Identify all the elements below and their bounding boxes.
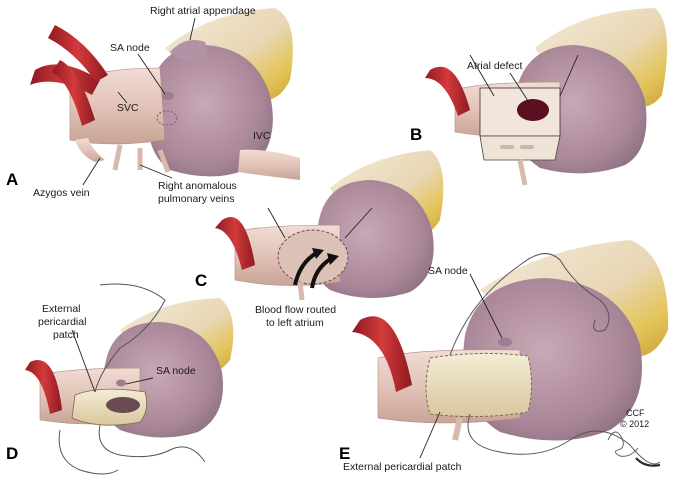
label-sa-node-a: SA node [110,42,150,54]
pulm-vein-b [517,159,528,186]
retractor-b2 [559,54,579,97]
ivc-vessel-a [238,149,300,180]
copyright-line-2: © 2012 [620,419,649,429]
flow-arrow-c2-head [327,253,339,265]
leader-patch-e [419,411,441,459]
heart-a [147,45,273,177]
panel-d: External pericardial patch SA node D [6,283,234,475]
leader-rapv [139,164,173,179]
suture-d1 [94,283,166,393]
retractor-c2 [344,207,373,239]
panel-b: Atrial defect B [410,8,668,186]
label-azygos-vein: Azygos vein [33,187,90,199]
sa-node-d [116,379,126,387]
panel-label-a: A [6,170,18,189]
suture-e1 [449,253,610,356]
label-patch-d-3: patch [53,329,79,341]
leader-raa [189,17,196,41]
retracted-flap-b [479,135,561,161]
suture-d3 [58,429,119,475]
right-atrial-appendage-a [170,39,207,62]
retractor-b1 [469,54,495,97]
sa-node-e [498,337,512,347]
aorta-e [352,316,412,392]
leader-atrial-defect [509,72,531,105]
label-right-atrial-appendage: Right atrial appendage [150,5,256,17]
aorta-b [425,66,470,116]
label-ivc: IVC [253,130,271,142]
leader-svc [117,91,128,104]
flap-detail-b1 [500,145,514,149]
aorta-c [215,217,255,270]
panel-e: SA node External pericardial patch E CCF… [339,240,669,473]
external-patch-e [425,352,532,418]
sinus-venosus-defect-outline-a [156,110,178,126]
sa-node-a [162,92,174,100]
label-sa-node-e: SA node [428,265,468,277]
copyright-line-1: CCF [626,408,645,418]
label-sa-node-d: SA node [156,365,196,377]
suture-e2 [467,413,661,465]
panel-a: Right atrial appendage SA node SVC IVC A… [6,5,300,205]
flap-detail-b2 [520,145,534,149]
panel-c: Blood flow routed to left atrium C [195,150,444,329]
pulm-vein-e [452,417,463,441]
atrial-defect-b [517,99,549,121]
label-blood-flow-2: to left atrium [266,317,324,329]
label-right-anomalous-1: Right anomalous [158,180,237,192]
suture-d2 [98,424,206,463]
opening-d [106,397,140,413]
label-right-anomalous-2: pulmonary veins [158,193,234,205]
suture-e3 [635,457,661,467]
leader-patch-d [71,329,96,393]
pulm-vein-a1 [112,144,123,171]
panel-label-b: B [410,125,422,144]
aorta-a3 [52,60,95,126]
leader-azygos [82,157,101,186]
panel-label-d: D [6,444,18,463]
aorta-a2 [48,25,108,82]
pulm-vein-c [297,281,305,301]
label-atrial-defect: Atrial defect [467,60,523,72]
label-external-patch-e: External pericardial patch [343,461,462,473]
leader-sa-a [137,53,166,95]
label-patch-d-2: pericardial [38,316,86,328]
panel-label-c: C [195,271,207,290]
label-patch-d-1: External [42,303,81,315]
label-blood-flow-1: Blood flow routed [255,304,336,316]
leader-sa-e [469,273,503,339]
pulm-vein-a3 [157,149,171,173]
aorta-d [25,360,62,414]
artist-signature [607,431,639,457]
panel-label-e: E [339,444,350,463]
azygos-vein-a [75,138,105,162]
flow-arrow-c1-head [312,248,324,259]
label-svc: SVC [117,102,139,114]
retractor-c1 [267,207,286,239]
leader-sa-d [125,377,154,385]
